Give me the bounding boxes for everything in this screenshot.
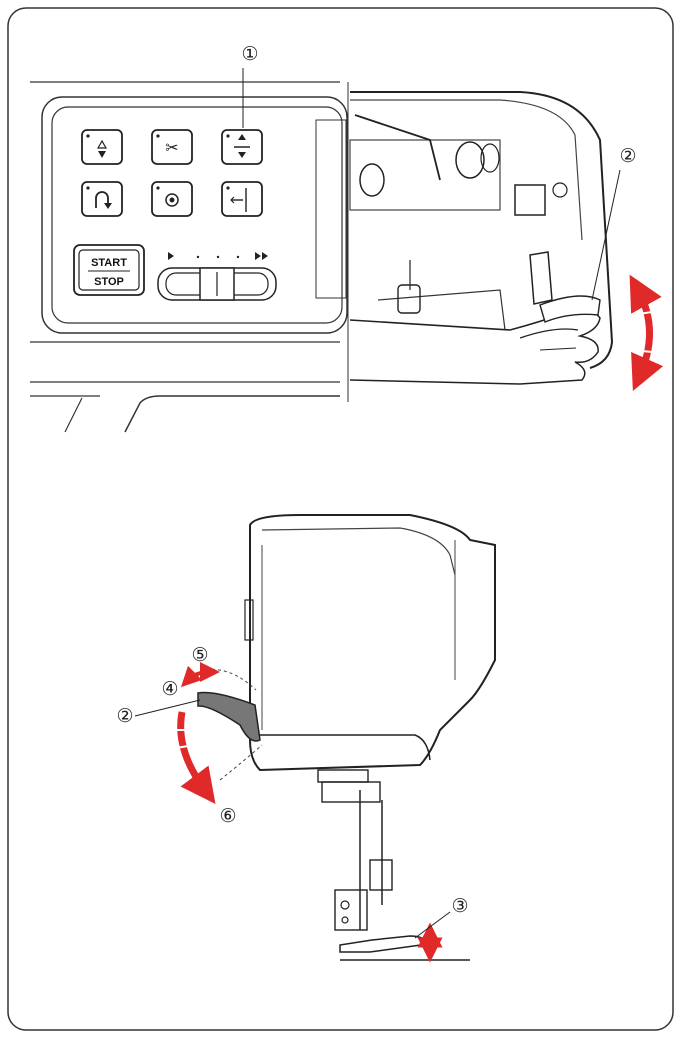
thread-cutter-button[interactable]: ✂ <box>152 130 192 164</box>
svg-text:②: ② <box>116 706 133 727</box>
speed-control-slider[interactable] <box>158 252 276 300</box>
svg-text:③: ③ <box>451 896 468 917</box>
start-stop-button[interactable]: START STOP <box>74 245 144 295</box>
callout-2-bottom: ② <box>116 700 200 727</box>
stop-label: STOP <box>94 276 124 288</box>
control-panel: ✂ <box>30 82 347 432</box>
reverse-button[interactable] <box>82 182 122 216</box>
needle-up-down-button[interactable] <box>82 130 122 164</box>
machine-end-view <box>245 515 495 960</box>
svg-text:②: ② <box>619 146 636 167</box>
presser-foot-button[interactable] <box>222 130 262 164</box>
lever-movement-arrow-top <box>632 290 652 375</box>
start-label: START <box>91 257 127 269</box>
callout-5: ⑤ <box>191 645 208 666</box>
hand-illustration <box>350 296 600 384</box>
callout-6: ⑥ <box>219 806 236 827</box>
auto-lock-button[interactable] <box>152 182 192 216</box>
callout-1: ① <box>241 44 258 128</box>
svg-text:①: ① <box>241 44 258 65</box>
svg-text:✂: ✂ <box>165 140 178 157</box>
callout-4: ④ <box>161 679 178 700</box>
callout-3: ③ <box>415 896 469 938</box>
needle-threader-button[interactable] <box>222 182 262 216</box>
callout-2-top: ② <box>592 146 637 300</box>
